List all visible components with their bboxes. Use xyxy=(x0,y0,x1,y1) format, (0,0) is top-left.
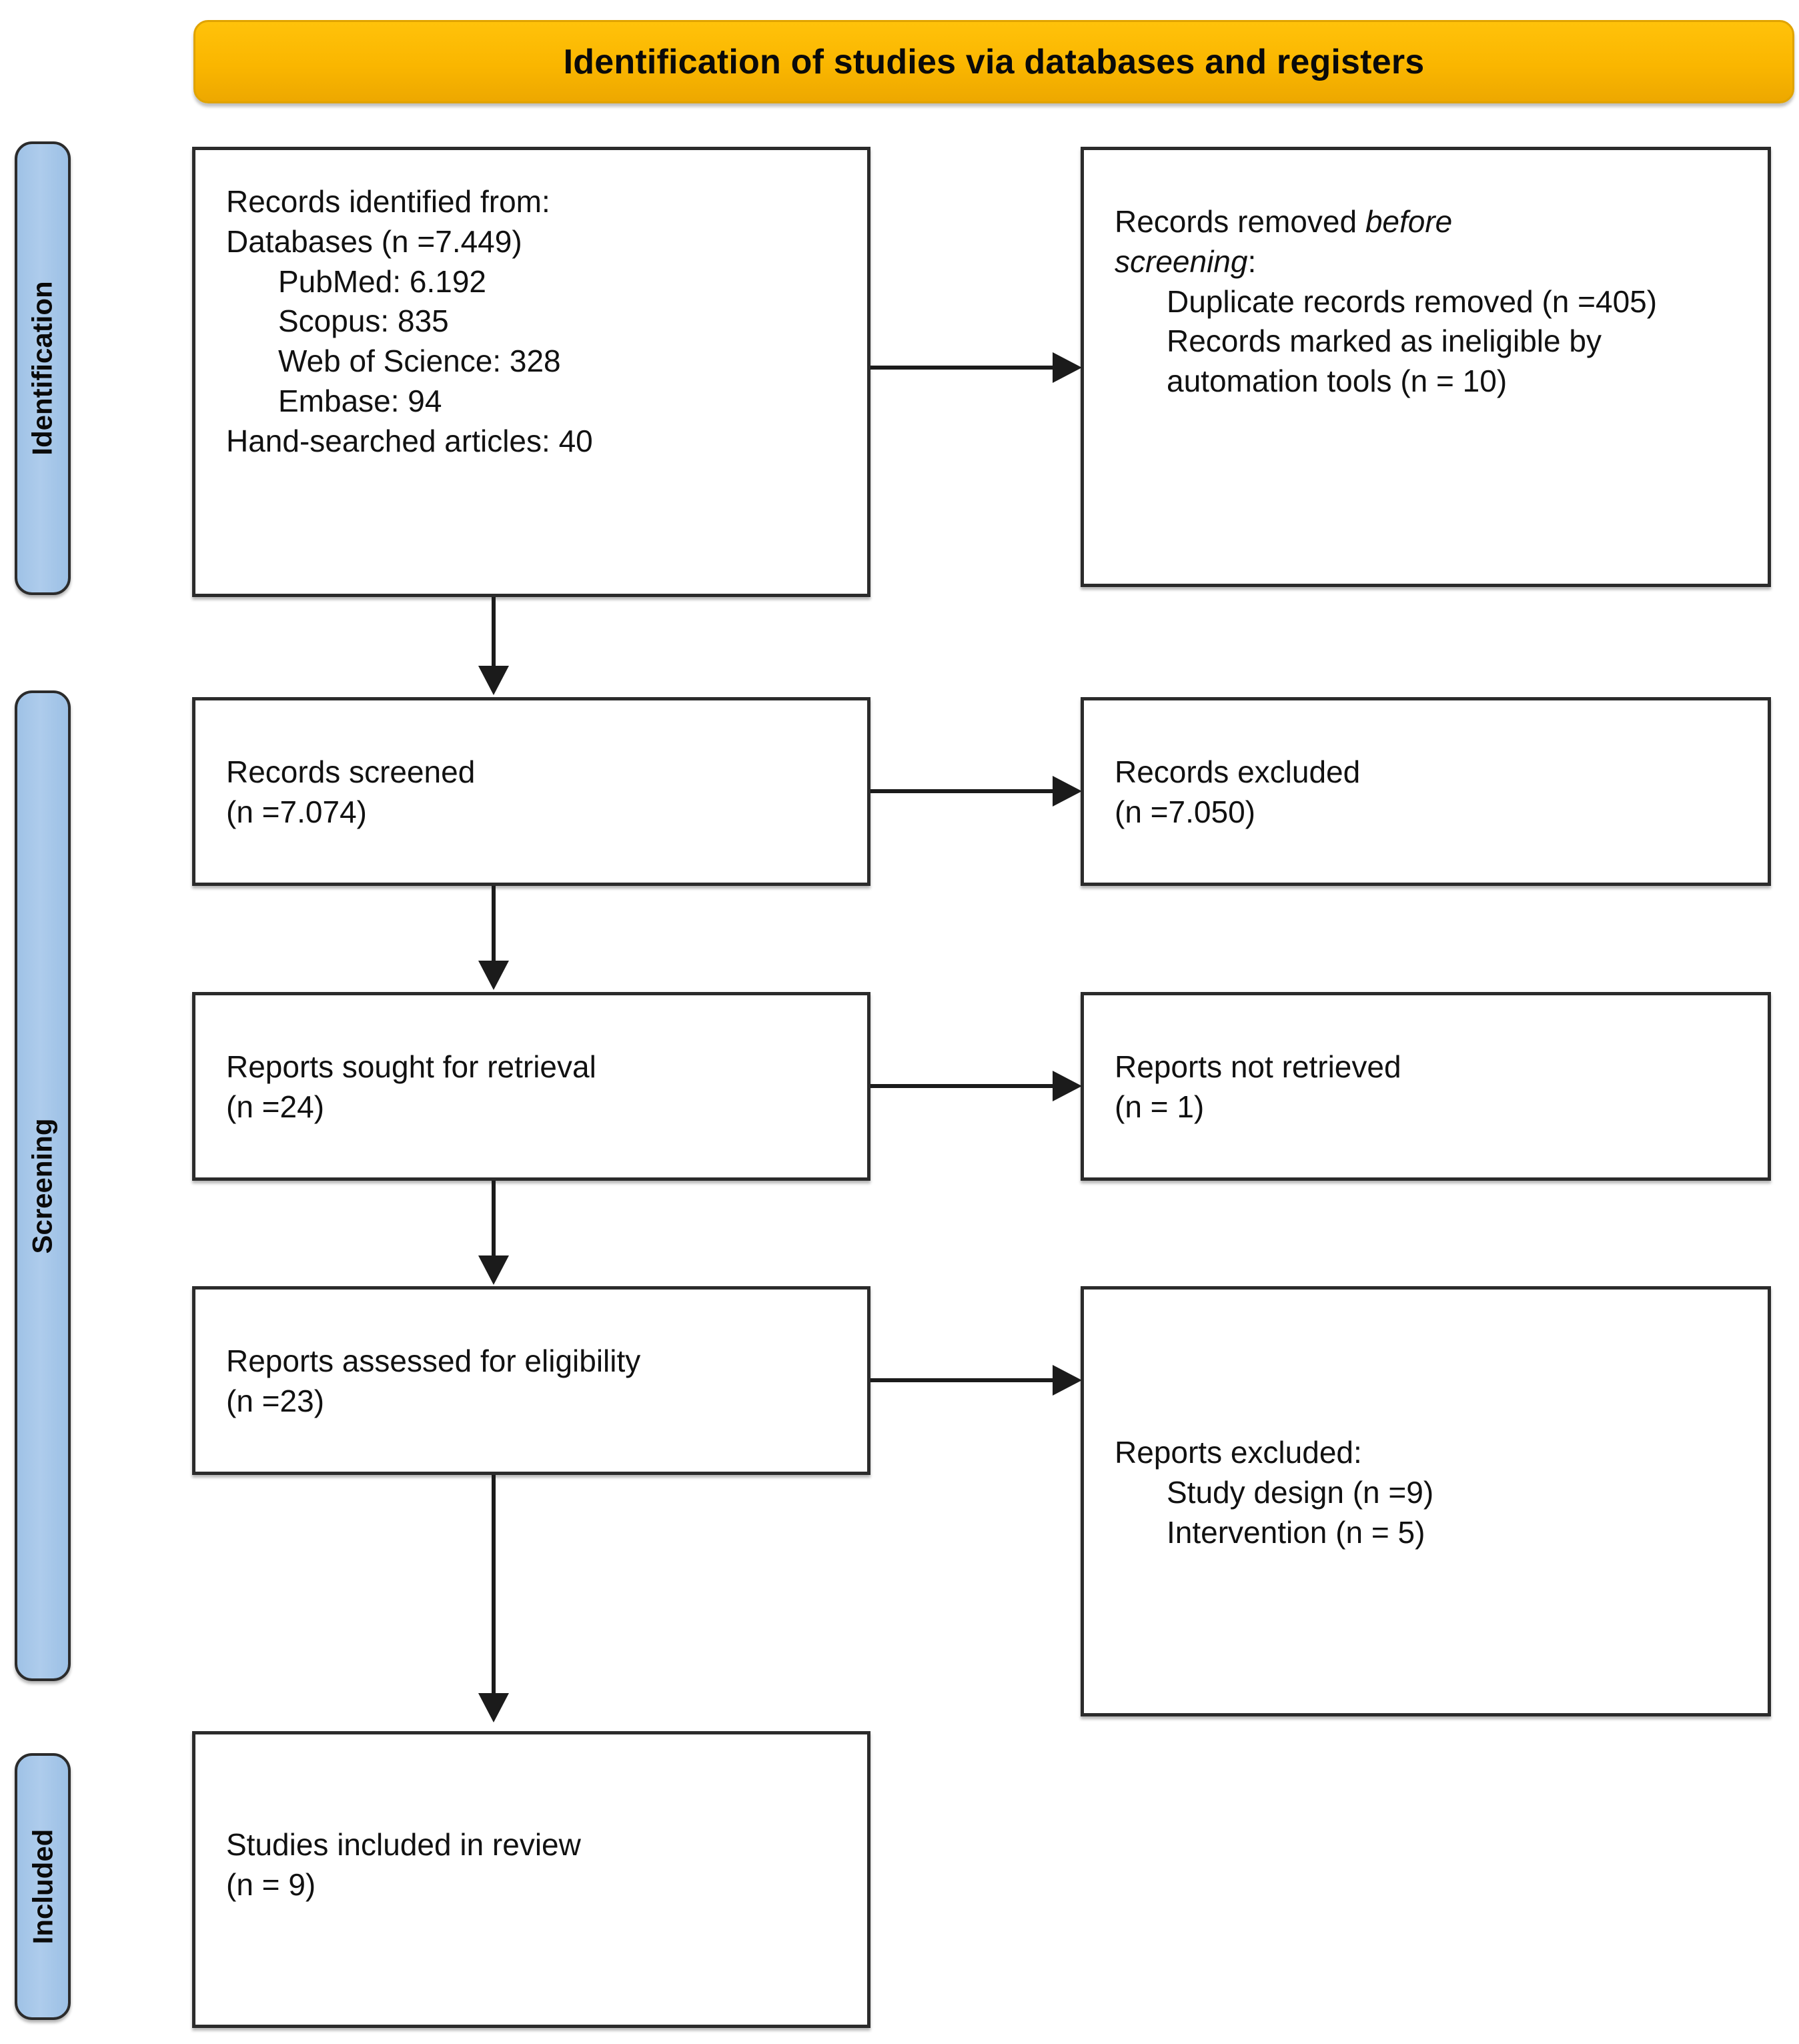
records-identified-line-2: Databases (n =7.449) xyxy=(226,223,522,259)
records-removed-heading-italic-screening: screening xyxy=(1115,243,1248,279)
reports-excluded-study-design: Study design (n =9) xyxy=(1167,1474,1434,1510)
reports-not-retrieved-line-2: (n = 1) xyxy=(1115,1089,1205,1124)
box-reports-sought-for-retrieval: Reports sought for retrieval (n =24) xyxy=(192,992,870,1181)
reports-excluded-intervention: Intervention (n = 5) xyxy=(1167,1514,1425,1550)
stage-label-identification: Identification xyxy=(27,281,58,456)
box-reports-assessed-text: Reports assessed for eligibility (n =23) xyxy=(226,1342,850,1422)
records-identified-pubmed: PubMed: 6.192 xyxy=(278,264,487,299)
records-excluded-line-2: (n =7.050) xyxy=(1115,794,1255,829)
reports-assessed-line-2: (n =23) xyxy=(226,1383,325,1418)
box-studies-included-in-review: Studies included in review (n = 9) xyxy=(192,1731,870,2028)
reports-sought-line-1: Reports sought for retrieval xyxy=(226,1049,596,1084)
records-excluded-line-1: Records excluded xyxy=(1115,754,1361,789)
connector-arrowhead-identified-to-screened xyxy=(478,666,509,695)
stage-bar-included: Included xyxy=(15,1753,71,2020)
connector-line-screened-to-excluded xyxy=(870,789,1057,793)
connector-arrowhead-sought-to-assessed xyxy=(478,1255,509,1285)
stage-label-screening: Screening xyxy=(27,1117,59,1254)
box-records-identified-text: Records identified from: Databases (n =7… xyxy=(226,182,850,462)
box-reports-assessed-for-eligibility: Reports assessed for eligibility (n =23) xyxy=(192,1286,870,1475)
stage-bar-identification: Identification xyxy=(15,141,71,595)
records-removed-heading: Records removed before xyxy=(1115,202,1750,242)
diagram-header-banner: Identification of studies via databases … xyxy=(193,20,1794,103)
connector-line-assessed-to-included xyxy=(492,1475,496,1695)
banner-title: Identification of studies via databases … xyxy=(563,42,1425,81)
stage-label-included: Included xyxy=(27,1829,58,1945)
box-records-removed-text: Records removed before screening: Duplic… xyxy=(1115,202,1750,402)
box-reports-sought-text: Reports sought for retrieval (n =24) xyxy=(226,1047,850,1127)
records-removed-heading-colon: : xyxy=(1247,243,1257,279)
connector-arrowhead-assessed-to-reports-excluded xyxy=(1053,1365,1082,1396)
records-removed-heading-italic-before: before xyxy=(1365,204,1453,239)
box-records-excluded: Records excluded (n =7.050) xyxy=(1081,697,1771,886)
connector-arrowhead-identified-to-removed xyxy=(1053,352,1082,383)
records-identified-hand-searched: Hand-searched articles: 40 xyxy=(226,423,593,458)
connector-line-identified-to-screened xyxy=(492,597,496,669)
connector-arrowhead-assessed-to-included xyxy=(478,1693,509,1722)
box-records-screened: Records screened (n =7.074) xyxy=(192,697,870,886)
records-identified-embase: Embase: 94 xyxy=(278,383,442,418)
stage-bar-screening: Screening xyxy=(15,690,71,1681)
box-records-removed-before-screening: Records removed before screening: Duplic… xyxy=(1081,147,1771,587)
connector-arrowhead-screened-to-sought xyxy=(478,961,509,990)
reports-not-retrieved-line-1: Reports not retrieved xyxy=(1115,1049,1401,1084)
connector-line-identified-to-removed xyxy=(870,366,1057,370)
records-removed-heading-line-2: screening: xyxy=(1115,242,1750,282)
reports-excluded-line-1: Reports excluded: xyxy=(1115,1435,1362,1470)
box-reports-excluded-text: Reports excluded: Study design (n =9) In… xyxy=(1115,1433,1750,1552)
reports-sought-line-2: (n =24) xyxy=(226,1089,325,1124)
box-reports-not-retrieved: Reports not retrieved (n = 1) xyxy=(1081,992,1771,1181)
studies-included-line-1: Studies included in review xyxy=(226,1827,581,1862)
connector-line-screened-to-sought xyxy=(492,886,496,963)
connector-line-assessed-to-reports-excluded xyxy=(870,1378,1057,1382)
records-removed-duplicates: Duplicate records removed (n =405) xyxy=(1167,284,1658,319)
connector-arrowhead-sought-to-not-retrieved xyxy=(1053,1071,1082,1101)
studies-included-line-2: (n = 9) xyxy=(226,1867,316,1902)
box-studies-included-text: Studies included in review (n = 9) xyxy=(226,1825,850,1905)
box-reports-excluded: Reports excluded: Study design (n =9) In… xyxy=(1081,1286,1771,1716)
connector-line-sought-to-assessed xyxy=(492,1181,496,1258)
records-identified-web-of-science: Web of Science: 328 xyxy=(278,344,561,379)
connector-line-sought-to-not-retrieved xyxy=(870,1084,1057,1088)
connector-arrowhead-screened-to-excluded xyxy=(1053,776,1082,807)
box-records-identified: Records identified from: Databases (n =7… xyxy=(192,147,870,597)
box-records-screened-text: Records screened (n =7.074) xyxy=(226,752,850,833)
reports-assessed-line-1: Reports assessed for eligibility xyxy=(226,1344,641,1378)
records-identified-scopus: Scopus: 835 xyxy=(278,304,449,339)
records-removed-heading-part-1: Records removed xyxy=(1115,204,1365,239)
records-screened-line-2: (n =7.074) xyxy=(226,794,367,829)
box-records-excluded-text: Records excluded (n =7.050) xyxy=(1115,752,1750,833)
records-identified-line-1: Records identified from: xyxy=(226,184,550,219)
records-screened-line-1: Records screened xyxy=(226,754,476,789)
box-reports-not-retrieved-text: Reports not retrieved (n = 1) xyxy=(1115,1047,1750,1127)
records-removed-automation: Records marked as ineligible by automati… xyxy=(1167,324,1602,399)
